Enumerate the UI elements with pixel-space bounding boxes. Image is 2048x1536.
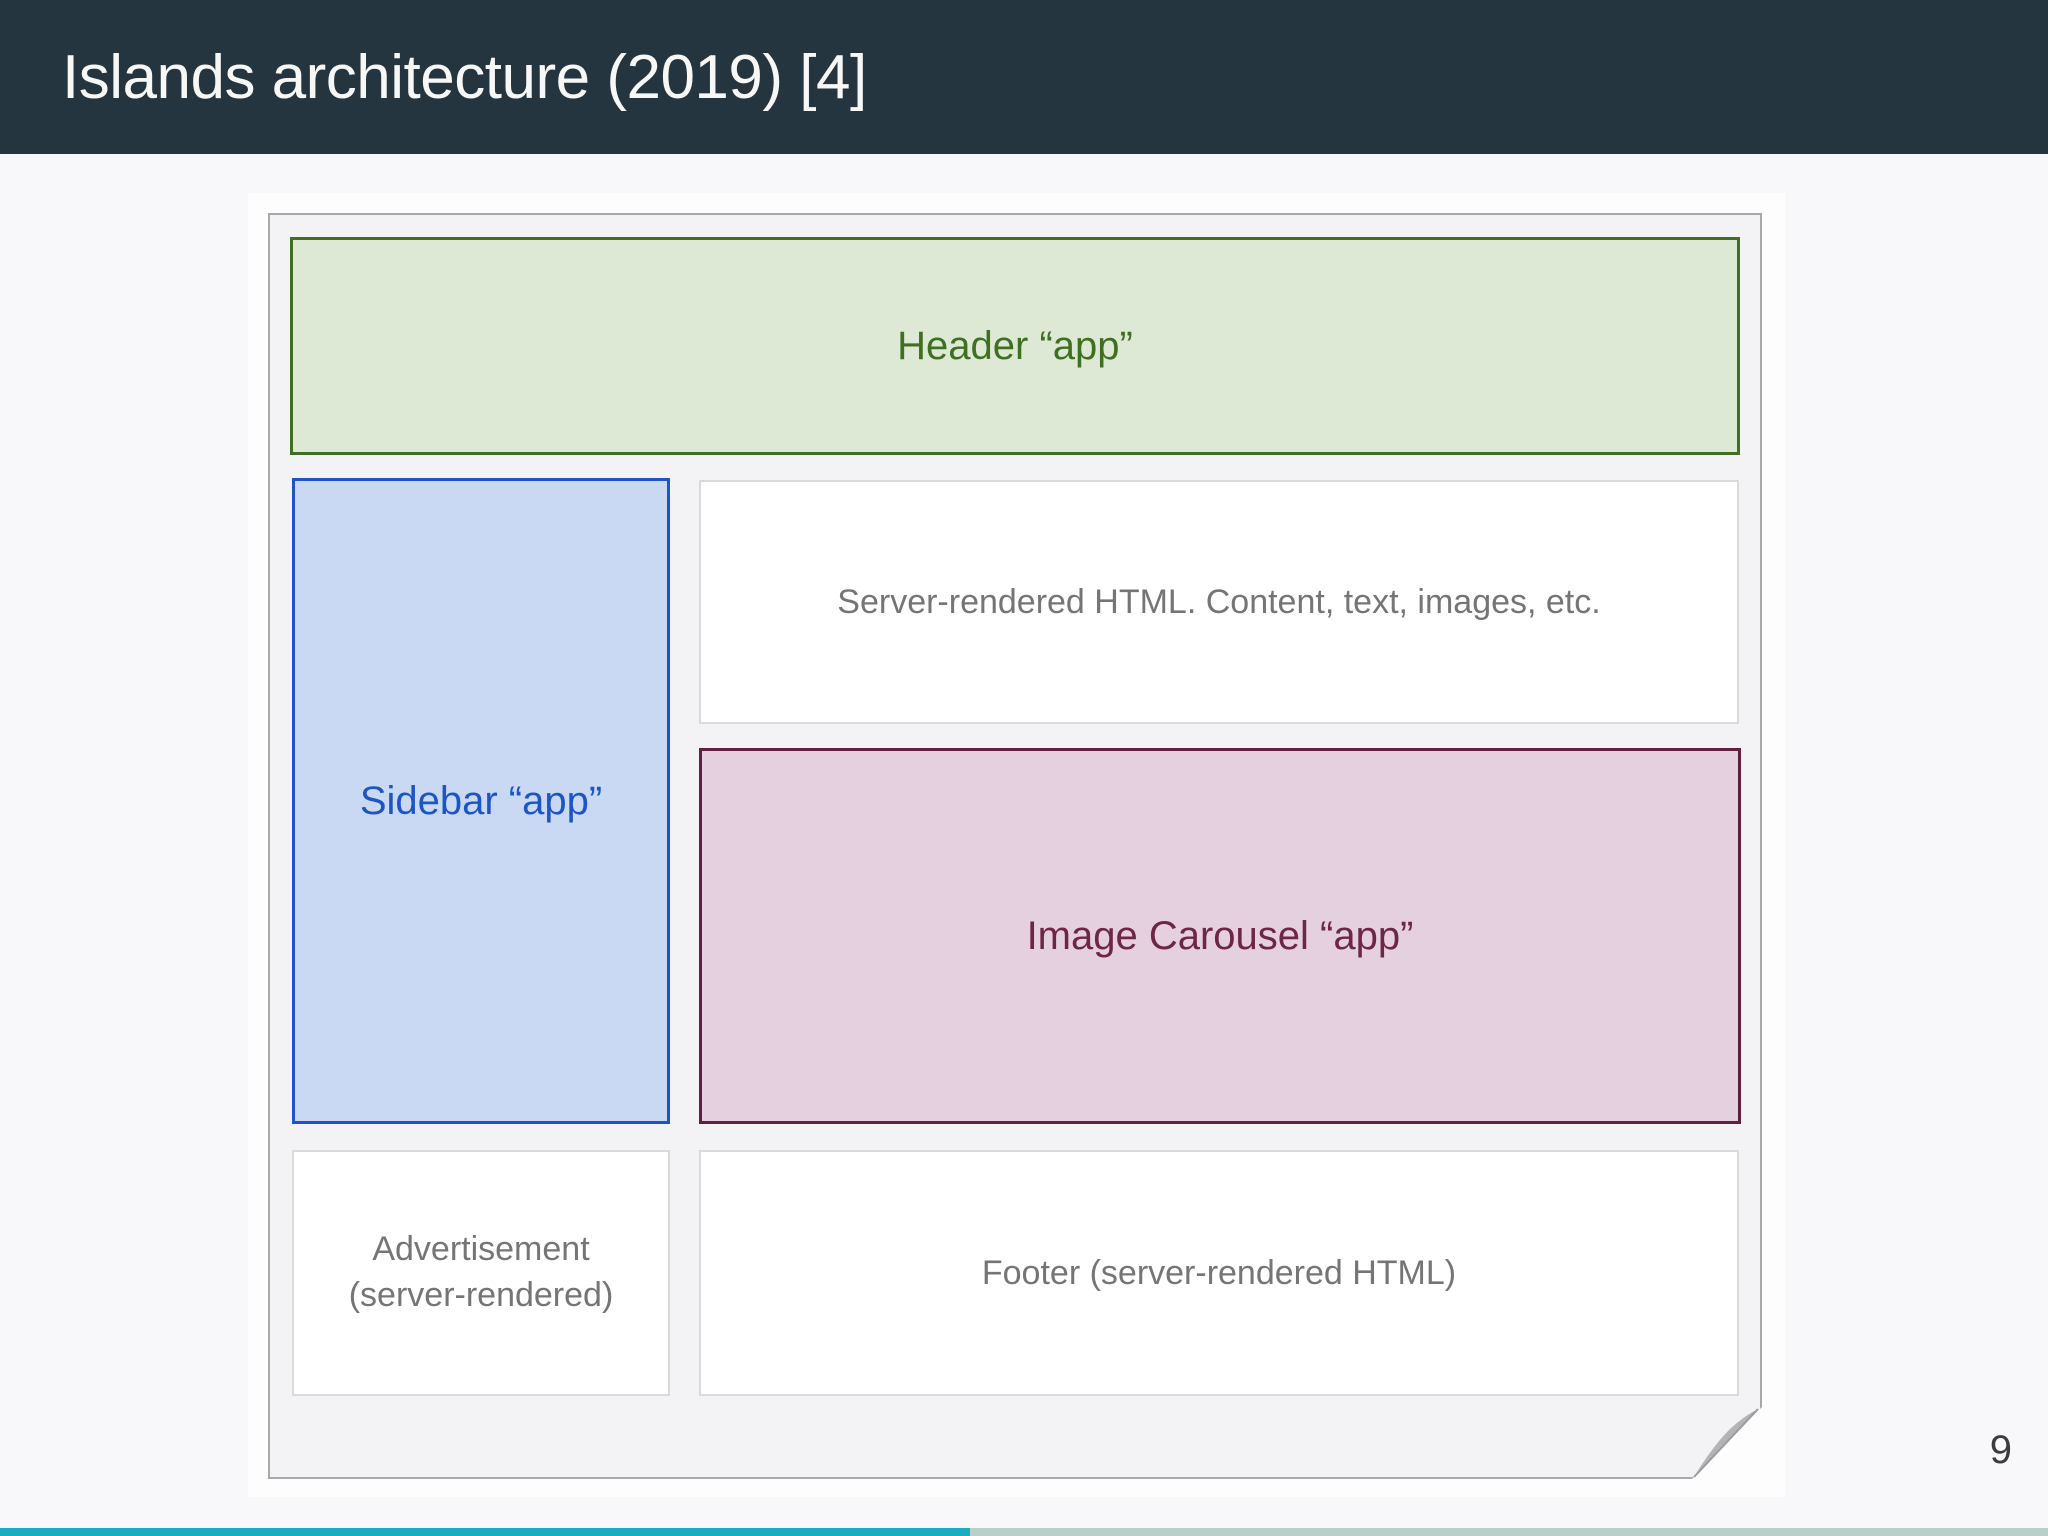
footer-label: Footer (server-rendered HTML)	[981, 1253, 1457, 1292]
advertisement-label-line1: Advertisement	[372, 1230, 590, 1269]
advertisement-label-line2: (server-rendered)	[348, 1276, 614, 1314]
progress-done-segment	[0, 1528, 970, 1536]
sidebar-app-box: Sidebar “app”	[292, 478, 670, 1124]
header-app-box: Header “app”	[290, 237, 1740, 455]
header-app-label: Header “app”	[897, 323, 1133, 368]
image-carousel-app-box: Image Carousel “app”	[699, 748, 1741, 1124]
image-carousel-app-label: Image Carousel “app”	[1026, 913, 1414, 958]
server-rendered-content-label: Server-rendered HTML. Content, text, ima…	[837, 582, 1601, 621]
slide-title-bar: Islands architecture (2019) [4]	[0, 0, 2048, 154]
server-rendered-content-box: Server-rendered HTML. Content, text, ima…	[699, 480, 1739, 724]
footer-box: Footer (server-rendered HTML)	[699, 1150, 1739, 1396]
page-curl-icon	[1692, 1407, 1762, 1479]
page-title: Islands architecture (2019) [4]	[62, 42, 867, 112]
browser-page-mock: Header “app” Sidebar “app” Server-render…	[268, 213, 1762, 1479]
sidebar-app-label: Sidebar “app”	[359, 778, 603, 823]
diagram-panel: Header “app” Sidebar “app” Server-render…	[248, 193, 1785, 1497]
slide-progress-bar	[0, 1528, 2048, 1536]
page-number: 9	[1989, 1428, 2012, 1472]
advertisement-box: Advertisement (server-rendered)	[292, 1150, 670, 1396]
